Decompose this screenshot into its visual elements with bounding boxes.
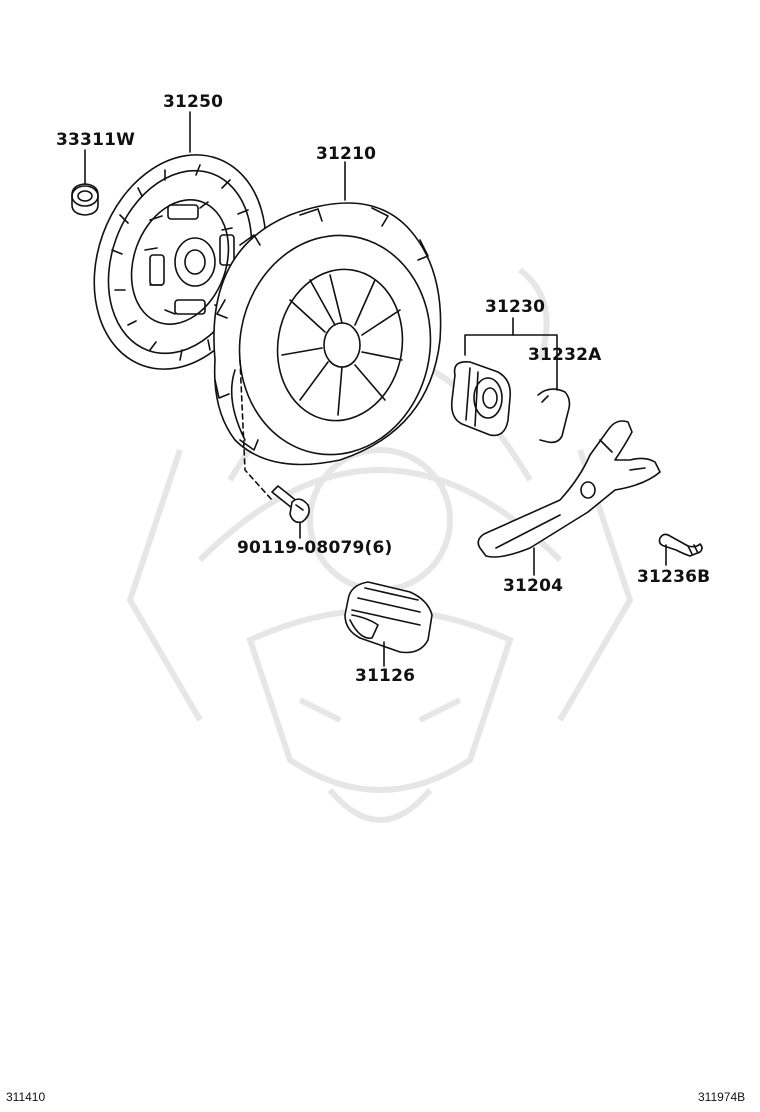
pivot-bolt — [658, 533, 703, 557]
retaining-clip — [537, 388, 571, 444]
part-label-31236[interactable]: 31236B — [637, 567, 711, 587]
release-fork — [477, 420, 661, 558]
footer-right-code: 311974B — [698, 1090, 746, 1104]
leader-31230-bracket — [464, 334, 558, 391]
bolt-path-dashed — [239, 359, 273, 501]
part-label-31210[interactable]: 31210 — [316, 144, 377, 164]
part-label-31230[interactable]: 31230 — [485, 297, 546, 317]
part-label-31232[interactable]: 31232A — [528, 345, 602, 365]
footer-left-code: 311410 — [6, 1090, 46, 1104]
part-label-33311[interactable]: 33311W — [56, 130, 136, 150]
pressure-plate — [213, 202, 442, 466]
part-label-90119[interactable]: 90119-08079(6) — [237, 538, 393, 558]
pilot-bearing — [71, 183, 99, 216]
flange-bolt — [271, 485, 310, 524]
part-label-31204[interactable]: 31204 — [503, 576, 564, 596]
release-bearing — [450, 360, 512, 437]
part-label-31126[interactable]: 31126 — [355, 666, 416, 686]
part-label-31250[interactable]: 31250 — [163, 92, 224, 112]
release-fork-boot — [344, 581, 433, 654]
